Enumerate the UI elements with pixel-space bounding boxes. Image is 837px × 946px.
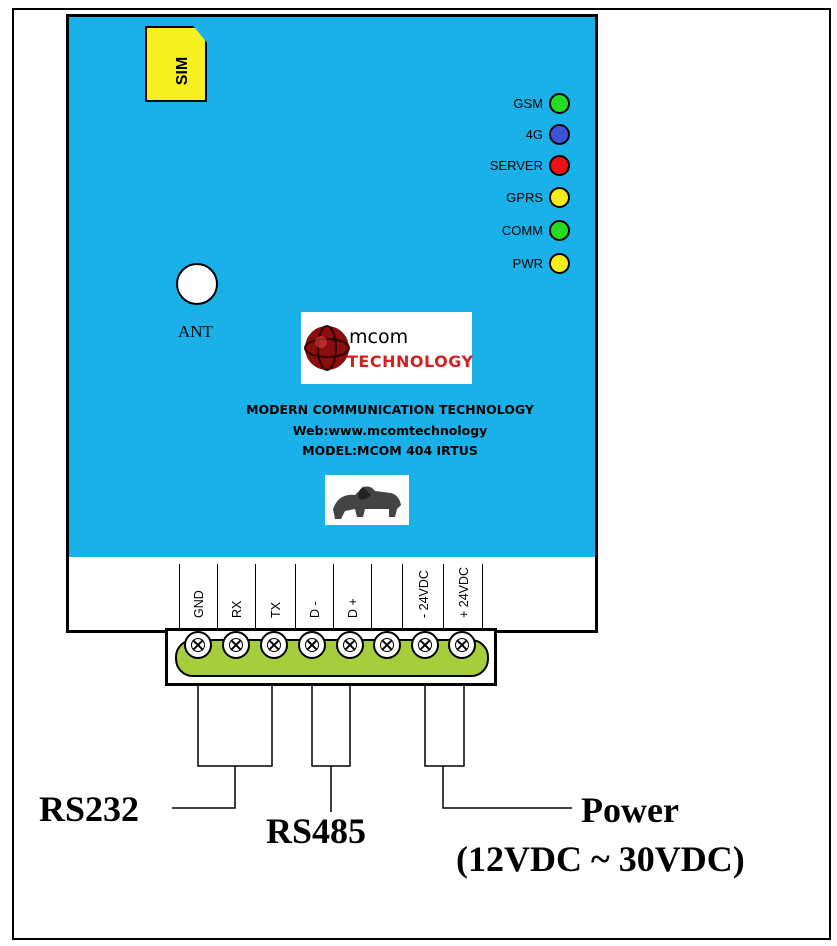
- screw-ring: [267, 638, 281, 652]
- logo-text-mcom: mcom: [349, 326, 409, 348]
- screw-ring: [418, 638, 432, 652]
- terminal-screw-icon: [373, 631, 401, 659]
- lion-icon: [333, 486, 401, 519]
- terminal-screw-icon: [448, 631, 476, 659]
- diagram-frame: [12, 8, 831, 940]
- led-row-gprs: GPRS: [440, 187, 570, 208]
- screw-ring: [455, 638, 469, 652]
- screw-ring: [305, 638, 319, 652]
- power-bracket: [424, 686, 465, 767]
- led-label: COMM: [501, 223, 543, 238]
- pin-cell: [371, 564, 402, 632]
- company-name: MODERN COMMUNICATION TECHNOLOGY: [246, 402, 534, 417]
- rs485-label: RS485: [266, 811, 367, 851]
- led-indicator-comm: [549, 220, 570, 241]
- power-label: Power: [581, 790, 679, 830]
- led-label: 4G: [525, 127, 543, 142]
- pin-cell: TX: [255, 564, 295, 632]
- model-text: MODEL:MCOM 404 IRTUS: [302, 443, 478, 458]
- terminal-screw-icon: [222, 631, 250, 659]
- led-row-server: SERVER: [440, 155, 570, 176]
- led-row-comm: COMM: [440, 220, 570, 241]
- led-indicator-gprs: [549, 187, 570, 208]
- led-row-pwr: PWR: [440, 253, 570, 274]
- pin-cell: RX: [217, 564, 255, 632]
- antenna-connector: [176, 263, 218, 305]
- logo-text-technology: TECHNOLOGY: [347, 352, 474, 371]
- company-logo: mcom TECHNOLOGY: [301, 312, 474, 384]
- screw-ring: [191, 638, 205, 652]
- terminal-screw-icon: [298, 631, 326, 659]
- rs485-bracket: [311, 686, 351, 767]
- terminal-screw-icon: [411, 631, 439, 659]
- terminal-screw-icon: [260, 631, 288, 659]
- led-label: PWR: [512, 256, 543, 271]
- pin-cell: - 24VDC: [402, 564, 443, 632]
- pin-cell: GND: [179, 564, 217, 632]
- screw-ring: [380, 638, 394, 652]
- emblem-lion-image: [325, 475, 409, 525]
- rs232-label: RS232: [39, 789, 140, 829]
- sim-slot: SIM: [145, 26, 207, 102]
- led-label: GPRS: [506, 190, 543, 205]
- screw-ring: [343, 638, 357, 652]
- screw-ring: [229, 638, 243, 652]
- led-indicator-4g: [549, 124, 570, 145]
- led-row-gsm: GSM: [440, 93, 570, 114]
- led-indicator-server: [549, 155, 570, 176]
- pin-cell: D +: [333, 564, 371, 632]
- pin-cell: + 24VDC: [443, 564, 482, 632]
- rs232-leader: [172, 766, 236, 809]
- terminal-screw-icon: [184, 631, 212, 659]
- power-range-label: (12VDC ~ 30VDC): [456, 839, 745, 879]
- terminal-screw-icon: [336, 631, 364, 659]
- led-row-4g: 4G: [440, 124, 570, 145]
- pin-cell-divider: [482, 564, 483, 632]
- led-indicator-pwr: [549, 253, 570, 274]
- logo-globe-icon: [304, 325, 350, 371]
- power-leader: [442, 766, 572, 809]
- antenna-label: ANT: [178, 322, 213, 341]
- led-label: GSM: [513, 96, 543, 111]
- led-label: SERVER: [489, 158, 543, 173]
- website-text: Web:www.mcomtechnology: [292, 423, 488, 438]
- led-indicator-gsm: [549, 93, 570, 114]
- pin-cell: D -: [295, 564, 333, 632]
- rs232-bracket: [197, 686, 273, 767]
